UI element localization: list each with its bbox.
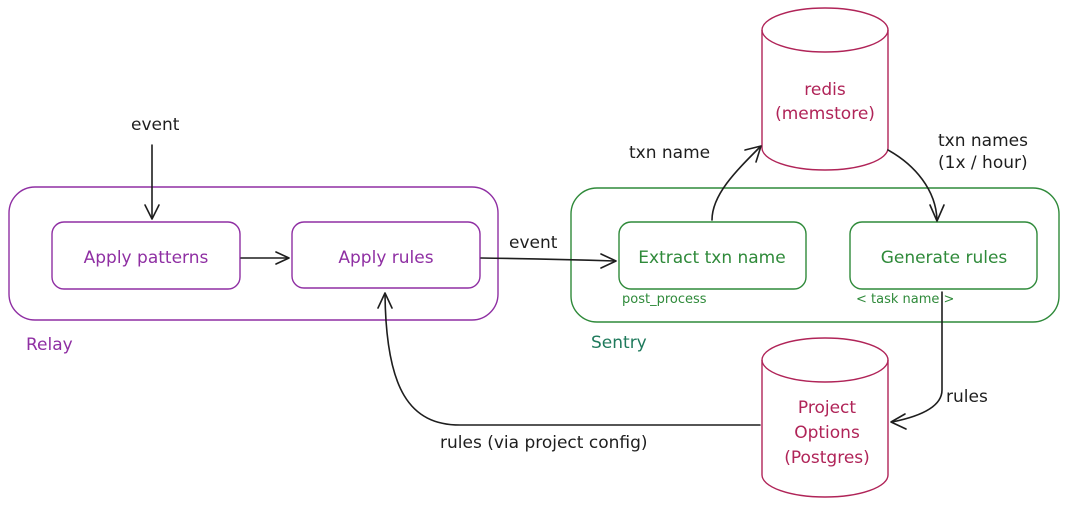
- extract-txn-name-label: Extract txn name: [638, 248, 785, 268]
- project-options-store: Project Options (Postgres): [761, 337, 889, 498]
- apply-patterns-node: Apply patterns: [51, 221, 241, 290]
- edge-rules-back-line: [384, 293, 761, 426]
- relay-group: Relay: [8, 186, 499, 355]
- extract-txn-name-sublabel: post_process: [622, 292, 707, 307]
- edge-rules-label: rules: [946, 387, 988, 407]
- redis-label-line-2: (memstore): [775, 104, 875, 124]
- edge-rules-back-label: rules (via project config): [440, 433, 648, 453]
- extract-txn-name-box: [618, 221, 807, 290]
- edge-event-in: event: [131, 115, 180, 220]
- edge-txn-names-arrowhead: [929, 204, 945, 222]
- edge-patterns-to-rules: [240, 251, 290, 265]
- edge-txn-name: txn name: [629, 143, 762, 221]
- generate-rules-box: [849, 221, 1038, 290]
- project-options-label-line-3: (Postgres): [784, 448, 870, 468]
- apply-patterns-box: [51, 221, 241, 290]
- redis-label-line-1: redis: [804, 80, 846, 100]
- generate-rules-node: Generate rules < task name >: [849, 221, 1038, 307]
- edge-rules-back-arrowhead: [377, 292, 393, 309]
- project-options-cylinder-body: [761, 360, 889, 498]
- apply-rules-label: Apply rules: [338, 248, 433, 268]
- edge-rules: rules: [890, 291, 988, 430]
- apply-rules-node: Apply rules: [291, 221, 481, 289]
- sentry-group-label: Sentry: [591, 333, 647, 353]
- edge-relay-to-sentry-arrowhead: [600, 253, 617, 269]
- generate-rules-sublabel: < task name >: [856, 292, 954, 307]
- edge-rules-line: [891, 291, 943, 423]
- apply-rules-box: [291, 221, 481, 289]
- edge-txn-names-label-line-2: (1x / hour): [938, 153, 1028, 173]
- edge-rules-back: rules (via project config): [377, 292, 761, 453]
- sentry-group-box: [570, 187, 1060, 323]
- edge-relay-to-sentry: event: [480, 233, 617, 269]
- redis-cylinder-body: [761, 30, 889, 171]
- redis-store: redis (memstore): [761, 7, 889, 171]
- edge-txn-names-line: [887, 149, 938, 221]
- redis-cylinder-top: [761, 7, 889, 53]
- edge-txn-name-arrowhead: [744, 145, 762, 163]
- edge-relay-to-sentry-label: event: [509, 233, 558, 253]
- edge-relay-to-sentry-line: [480, 257, 616, 262]
- edge-txn-names: txn names (1x / hour): [887, 131, 1028, 222]
- apply-patterns-label: Apply patterns: [84, 248, 209, 268]
- extract-txn-name-node: Extract txn name post_process: [618, 221, 807, 307]
- edge-rules-arrowhead: [890, 413, 907, 430]
- edge-txn-name-line: [711, 146, 761, 221]
- edge-event-in-arrowhead: [144, 204, 160, 220]
- sentry-group: Sentry: [570, 187, 1060, 353]
- project-options-label-line-1: Project: [798, 398, 856, 418]
- relay-group-label: Relay: [26, 335, 73, 355]
- edge-txn-names-label-line-1: txn names: [938, 131, 1028, 151]
- project-options-label-line-2: Options: [794, 423, 860, 443]
- relay-group-box: [8, 186, 499, 321]
- edge-event-in-label: event: [131, 115, 180, 135]
- edge-txn-name-label: txn name: [629, 143, 710, 163]
- generate-rules-label: Generate rules: [881, 248, 1008, 268]
- edge-patterns-to-rules-arrowhead: [275, 251, 290, 265]
- project-options-cylinder-top: [761, 337, 889, 383]
